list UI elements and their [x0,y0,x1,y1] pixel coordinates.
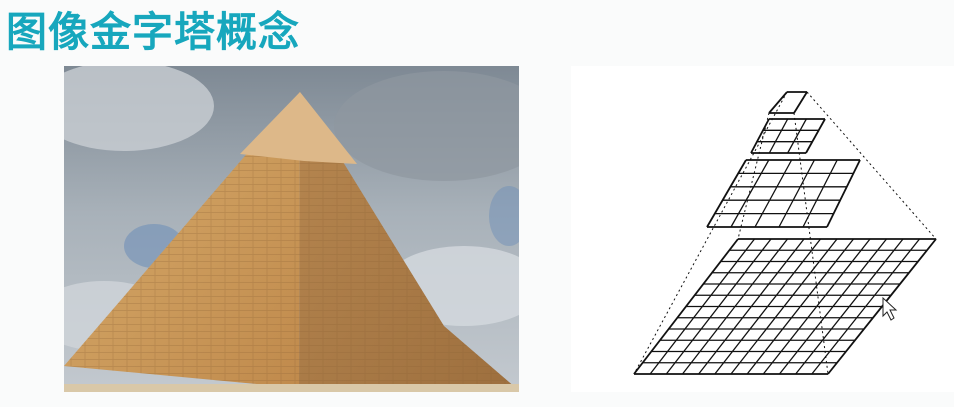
pyramid-photo [64,66,519,392]
slide-title: 图像金字塔概念 [6,8,300,56]
grid-column-line [754,159,793,228]
grid-column-line [826,159,861,228]
grid-column-line [706,159,747,228]
grid-column-line [787,118,807,154]
grid-column-line [793,91,808,114]
grid-column-line [811,238,921,375]
pyramid-level-4 [633,238,937,375]
grid-column-line [778,159,815,228]
grid-column-line [768,91,788,114]
pyramid-grid-diagram [633,91,937,375]
pyramid-photo-illustration [64,66,519,392]
pyramid-guide-line [633,91,788,375]
grid-column-line [750,118,770,154]
grid-column-line [827,238,937,375]
pyramid-level-3 [706,159,861,228]
grid-column-line [802,159,838,228]
mouse-pointer-icon [882,296,898,321]
pyramid-level-2 [750,118,826,154]
pyramid-guide-line [806,91,937,240]
pyramid-level-1 [768,91,808,114]
grid-column-line [805,118,826,154]
grid-column-line [730,159,770,228]
grid-column-line [768,118,789,154]
pyramid-guide-line [793,112,829,375]
pyramid-guide-line [737,112,770,240]
image-pyramid-diagram [571,66,954,392]
